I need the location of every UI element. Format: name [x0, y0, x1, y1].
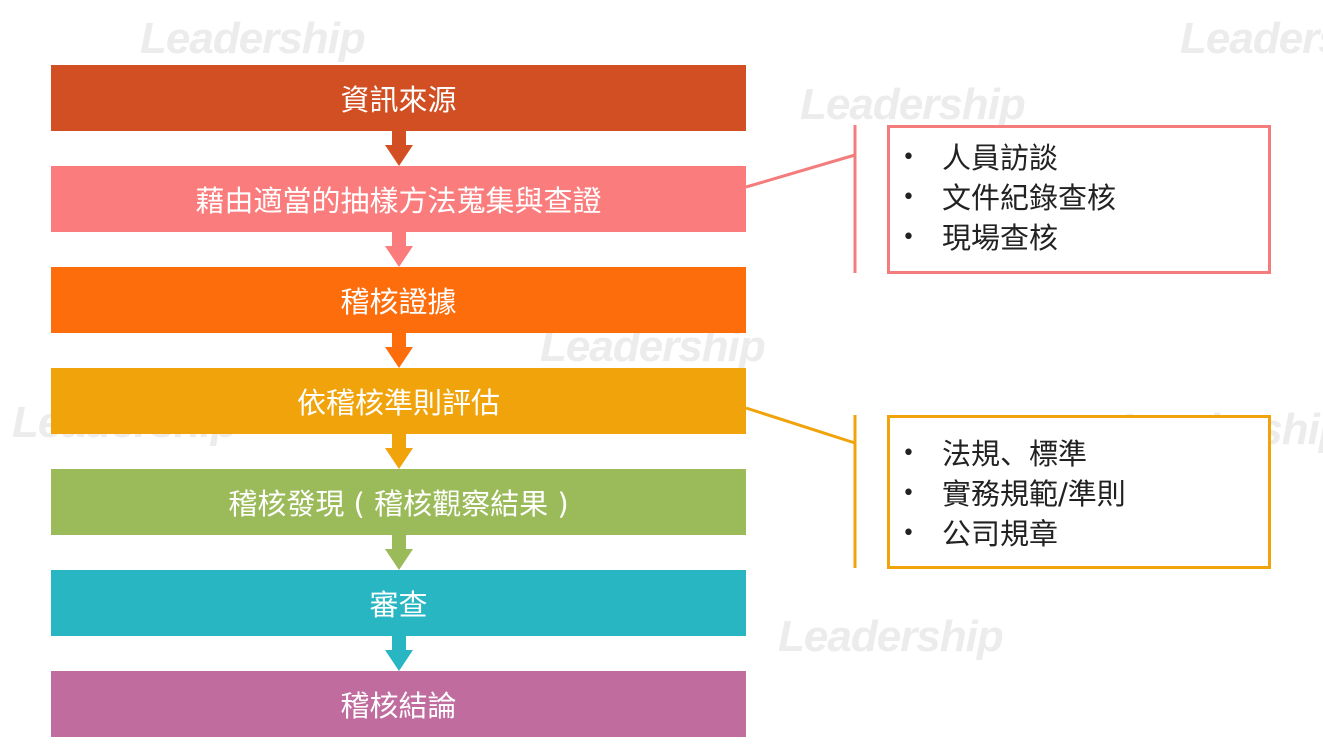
- watermark: Leadership: [140, 14, 366, 63]
- flow-step: 稽核發現 ( 稽核觀察結果 ): [51, 469, 746, 535]
- bullet-icon: •: [902, 185, 915, 210]
- flow-step: 藉由適當的抽樣方法蒐集與查證: [51, 166, 746, 232]
- note-item-text: 實務規範/準則: [942, 477, 1126, 511]
- down-arrow-icon: [385, 333, 413, 368]
- down-arrow-icon: [385, 636, 413, 671]
- note-box-audit-criteria: • 法規、標準 • 實務規範/準則 • 公司規章: [887, 415, 1271, 569]
- flow-step-label: 稽核結論: [340, 689, 457, 723]
- note-item: • 文件紀錄查核: [902, 178, 1268, 218]
- note-item-text: 公司規章: [942, 517, 1059, 551]
- flow-step-label: 審查: [369, 588, 428, 622]
- flow-step-label: 資訊來源: [340, 83, 457, 117]
- down-arrow-icon: [385, 535, 413, 570]
- bullet-icon: •: [902, 481, 915, 506]
- down-arrow-icon: [385, 434, 413, 469]
- bullet-icon: •: [902, 225, 915, 250]
- flow-step: 審查: [51, 570, 746, 636]
- bullet-icon: •: [902, 145, 915, 170]
- note-item-text: 文件紀錄查核: [942, 181, 1117, 215]
- flow-step-label: 稽核證據: [340, 285, 457, 319]
- watermark: Leadership: [778, 612, 1004, 661]
- flow-step: 稽核結論: [51, 671, 746, 737]
- down-arrow-icon: [385, 131, 413, 166]
- note-item: • 實務規範/準則: [902, 474, 1268, 514]
- connector-line: [745, 153, 856, 189]
- connector-line: [745, 406, 856, 445]
- note-item: • 人員訪談: [902, 138, 1268, 178]
- note-item: • 公司規章: [902, 514, 1268, 554]
- bullet-icon: •: [902, 441, 915, 466]
- note-item-text: 法規、標準: [942, 437, 1088, 471]
- note-item-text: 現場查核: [942, 221, 1059, 255]
- note-item: • 法規、標準: [902, 434, 1268, 474]
- flow-step: 依稽核準則評估: [51, 368, 746, 434]
- note-item-text: 人員訪談: [942, 141, 1059, 175]
- flow-step-label: 藉由適當的抽樣方法蒐集與查證: [195, 184, 602, 218]
- flow-step: 稽核證據: [51, 267, 746, 333]
- flow-step: 資訊來源: [51, 65, 746, 131]
- bullet-icon: •: [902, 521, 915, 546]
- flow-step-label: 依稽核準則評估: [296, 386, 500, 420]
- note-box-collection-methods: • 人員訪談 • 文件紀錄查核 • 現場查核: [887, 125, 1271, 274]
- watermark: Leadership: [1180, 14, 1323, 63]
- note-item: • 現場查核: [902, 218, 1268, 258]
- down-arrow-icon: [385, 232, 413, 267]
- watermark: Leadership: [800, 80, 1026, 129]
- flow-step-label: 稽核發現 ( 稽核觀察結果 ): [228, 487, 569, 521]
